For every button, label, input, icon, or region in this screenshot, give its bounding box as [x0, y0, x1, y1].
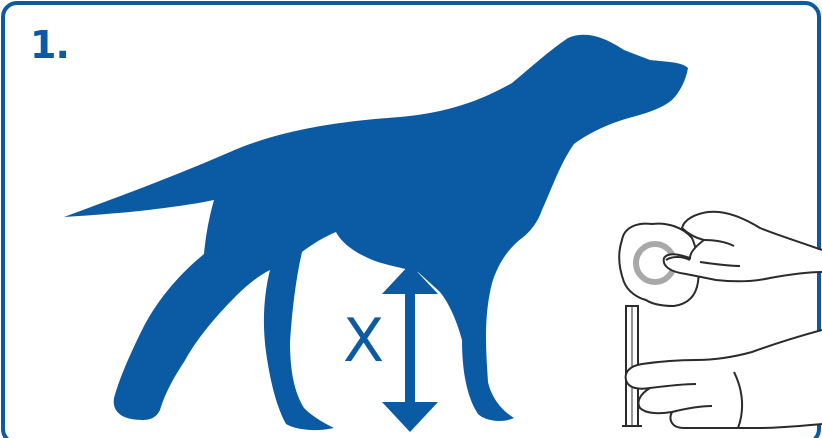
step-number: 1.: [30, 26, 69, 64]
double-headed-arrow-icon: [382, 264, 438, 432]
measurement-label: X: [343, 311, 384, 371]
